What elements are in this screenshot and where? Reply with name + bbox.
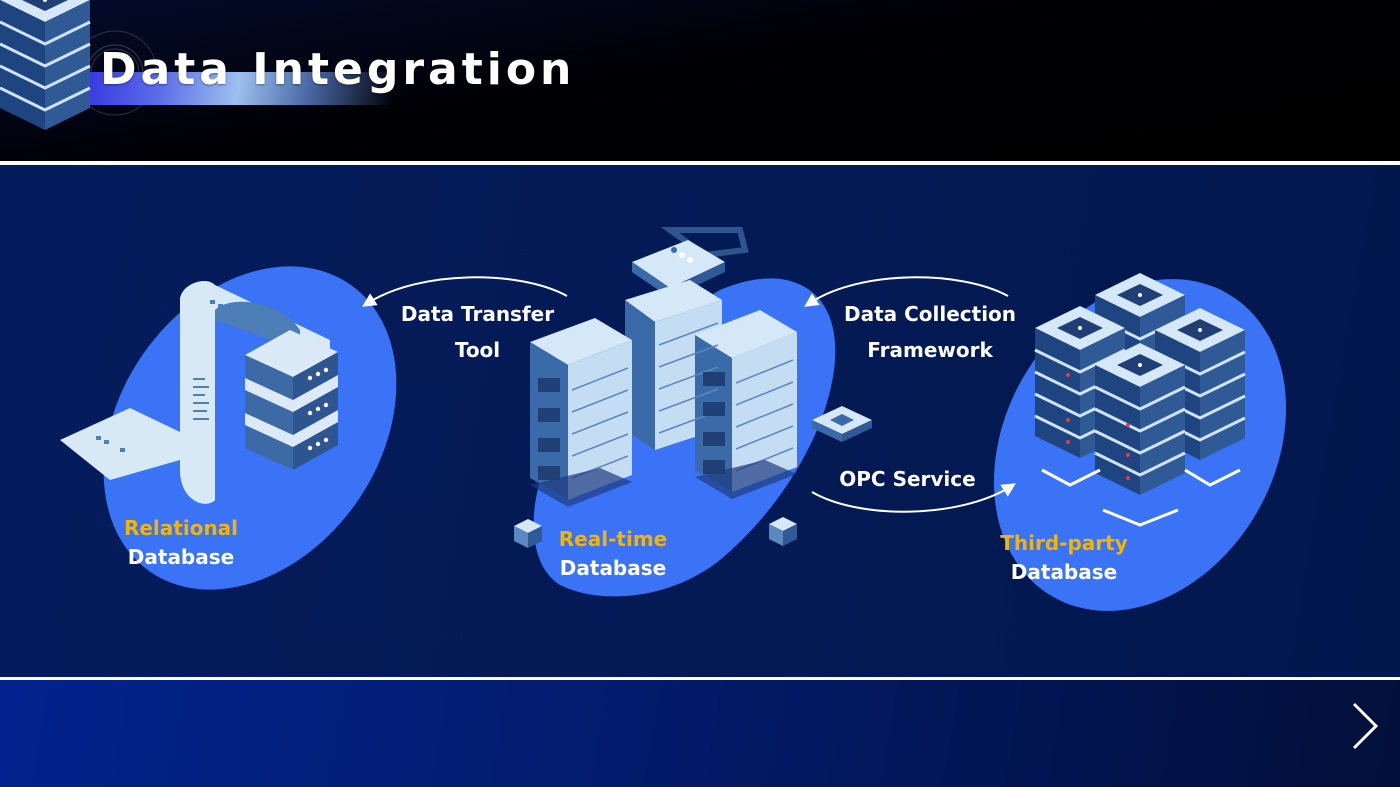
- divider-top: [0, 161, 1400, 165]
- transfer-label-line2: Tool: [454, 338, 501, 362]
- collection-label-line2: Framework: [867, 338, 993, 362]
- realtime-database-icon: [514, 227, 872, 548]
- collection-label-line1: Data Collection: [843, 302, 1017, 326]
- realtime-label-line2: Database: [559, 556, 667, 580]
- opc-label: OPC Service: [839, 467, 976, 491]
- footer: [0, 680, 1400, 787]
- thirdparty-label-line2: Database: [1010, 560, 1118, 584]
- relational-label-line2: Database: [127, 545, 235, 569]
- opc-arrow: [811, 483, 1016, 513]
- relational-label-line1: Relational: [123, 516, 239, 540]
- thirdparty-database-icon: [0, 0, 1247, 497]
- transfer-arrow: [362, 276, 568, 307]
- title-highlight-bar: [83, 72, 393, 105]
- chevron-right-icon: [1352, 702, 1379, 750]
- next-slide-button[interactable]: [1345, 700, 1385, 752]
- collection-arrow: [804, 276, 1009, 307]
- header: Data Integration: [0, 0, 1400, 162]
- divider-bottom: [0, 677, 1400, 680]
- transfer-label-line1: Data Transfer: [400, 302, 555, 326]
- page-title: Data Integration: [100, 44, 576, 95]
- realtime-label-line1: Real-time: [558, 527, 668, 551]
- thirdparty-label-line1: Third-party: [1000, 531, 1128, 555]
- relational-database-icon: [60, 280, 338, 504]
